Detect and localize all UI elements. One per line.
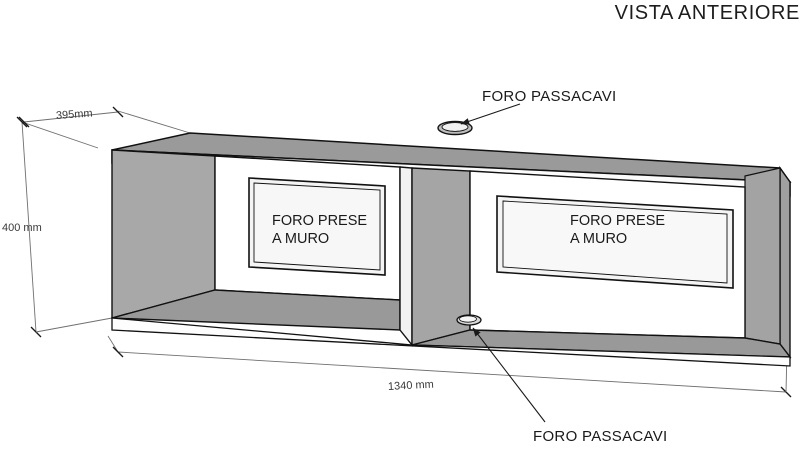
callout-top-cable-hole: FORO PASSACAVI (482, 88, 617, 105)
width-ext-left (107, 335, 119, 353)
cabinet-right-outer-side (779, 165, 791, 360)
width-tick-left (112, 346, 124, 358)
depth-ext-left (21, 121, 99, 149)
label-right-socket-cutout-line1: FORO PRESE (570, 213, 666, 229)
top-cable-hole-leader (460, 103, 521, 125)
height-tick-top (16, 116, 28, 128)
left-inner-side-panel (111, 149, 216, 319)
depth-ext-right (117, 110, 191, 134)
dimension-height-label: 400 mm (2, 222, 42, 234)
depth-tick-left (18, 116, 30, 128)
callout-bottom-cable-hole: FORO PASSACAVI (533, 428, 668, 445)
height-dimension-line (21, 121, 37, 333)
label-right-socket-cutout-line2: A MURO (570, 231, 628, 247)
cabinet-right-side-extension (744, 167, 781, 345)
center-divider-panel (399, 166, 413, 347)
bottom-cable-hole-leader (472, 327, 546, 423)
depth-dimension-line (23, 111, 119, 123)
width-dimension-line (117, 351, 787, 393)
dimension-depth-label: 395mm (55, 107, 94, 122)
depth-tick-right (112, 106, 124, 118)
label-left-socket-cutout-line2: A MURO (272, 231, 330, 247)
page-title: VISTA ANTERIORE (614, 2, 800, 24)
left-socket-cutout-inner (253, 182, 381, 271)
right-bottom-shelf (411, 329, 792, 358)
cabinet-bottom-front-band (111, 317, 791, 367)
right-socket-cutout-inner (502, 200, 728, 284)
height-ext-bottom (35, 317, 113, 333)
dimension-width-label: 1340 mm (387, 378, 435, 393)
top-cable-hole (437, 120, 473, 136)
label-left-socket-cutout-line1: FORO PRESE (272, 213, 368, 229)
bottom-cable-hole (456, 314, 482, 326)
